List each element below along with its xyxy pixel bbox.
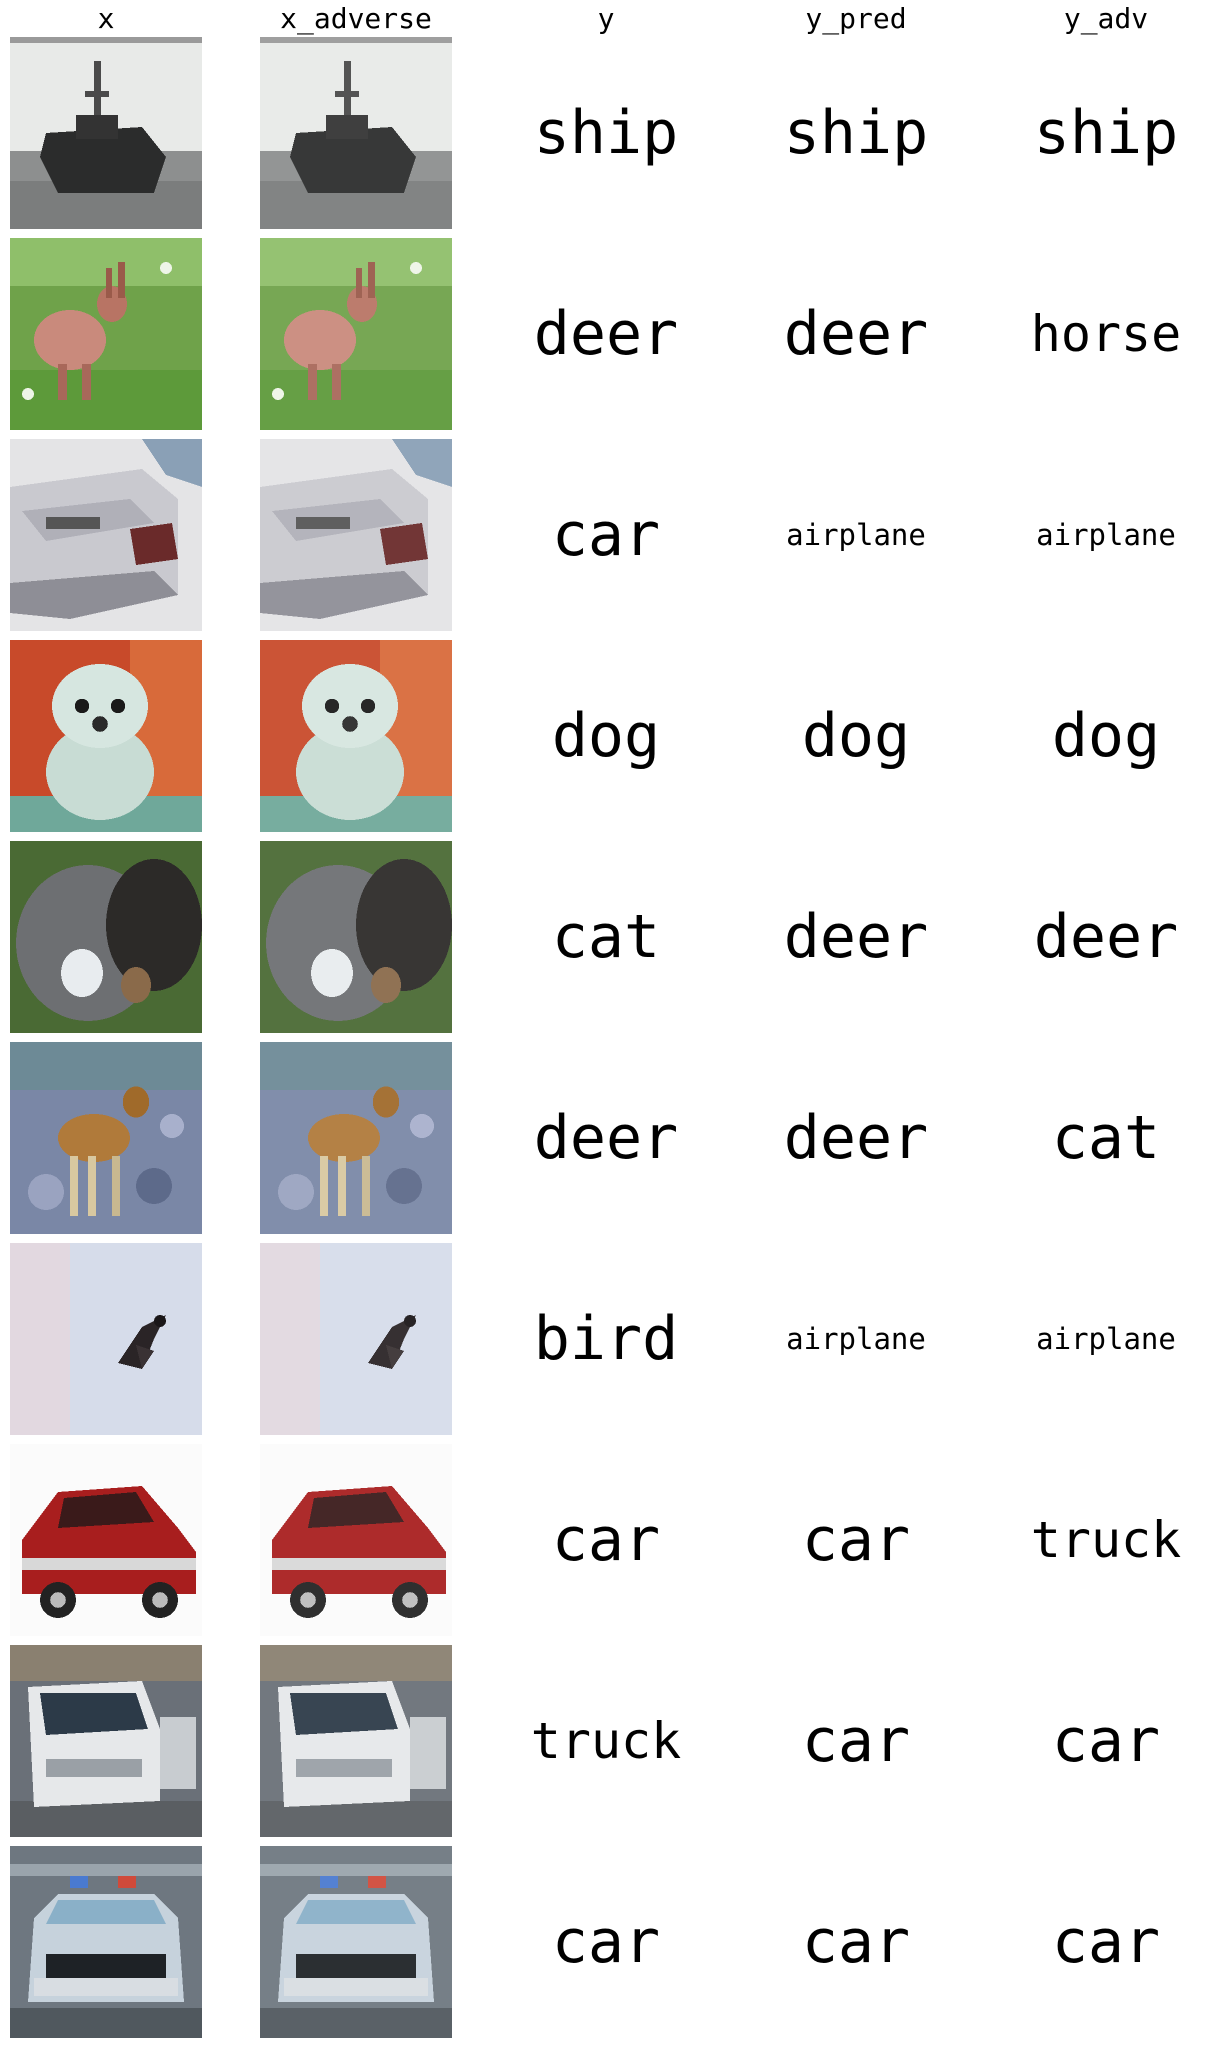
y-pred-label: car	[801, 1706, 911, 1776]
y-adv-label: horse	[1030, 305, 1182, 363]
y-adv-label: car	[1051, 1907, 1161, 1977]
adversarial-image-car	[260, 1846, 452, 2038]
y-adv-label: airplane	[1036, 1322, 1176, 1356]
adversarial-image-dog	[260, 640, 452, 832]
y-adv-label: airplane	[1036, 518, 1176, 552]
y-label: truck	[530, 1712, 682, 1770]
column-header-y-adv: y_adv	[1063, 2, 1149, 35]
adversarial-image-truck	[260, 1645, 452, 1837]
y-label: car	[551, 500, 661, 570]
y-label: car	[551, 1505, 661, 1575]
column-header-x-adverse: x_adverse	[280, 2, 432, 35]
original-image-deer	[10, 1042, 202, 1234]
original-image-bird	[10, 1243, 202, 1435]
y-label: bird	[533, 1304, 679, 1374]
original-image-cat	[10, 841, 202, 1033]
y-pred-label: dog	[801, 701, 911, 771]
original-image-car	[10, 439, 202, 631]
y-adv-label: deer	[1033, 902, 1179, 972]
y-adv-label: dog	[1051, 701, 1161, 771]
adversarial-image-deer	[260, 1042, 452, 1234]
original-image-car	[10, 1846, 202, 2038]
y-pred-label: ship	[783, 98, 929, 168]
adversarial-image-car	[260, 439, 452, 631]
original-image-car	[10, 1444, 202, 1636]
original-image-deer	[10, 238, 202, 430]
y-label: cat	[551, 902, 661, 972]
adversarial-image-cat	[260, 841, 452, 1033]
y-adv-label: ship	[1033, 98, 1179, 168]
y-label: dog	[551, 701, 661, 771]
column-header-x: x	[97, 2, 115, 35]
y-pred-label: airplane	[786, 518, 926, 552]
y-pred-label: deer	[783, 299, 929, 369]
original-image-dog	[10, 640, 202, 832]
y-label: deer	[533, 1103, 679, 1173]
y-pred-label: deer	[783, 1103, 929, 1173]
adversarial-image-deer	[260, 238, 452, 430]
adversarial-image-car	[260, 1444, 452, 1636]
y-label: deer	[533, 299, 679, 369]
y-pred-label: car	[801, 1907, 911, 1977]
y-adv-label: car	[1051, 1706, 1161, 1776]
adversarial-image-ship	[260, 37, 452, 229]
y-label: car	[551, 1907, 661, 1977]
y-label: ship	[533, 98, 679, 168]
original-image-ship	[10, 37, 202, 229]
y-pred-label: airplane	[786, 1322, 926, 1356]
y-pred-label: car	[801, 1505, 911, 1575]
column-header-y-pred: y_pred	[805, 2, 907, 35]
original-image-truck	[10, 1645, 202, 1837]
y-adv-label: truck	[1030, 1511, 1182, 1569]
y-adv-label: cat	[1051, 1103, 1161, 1173]
y-pred-label: deer	[783, 902, 929, 972]
adversarial-image-bird	[260, 1243, 452, 1435]
column-header-y: y	[597, 2, 615, 35]
